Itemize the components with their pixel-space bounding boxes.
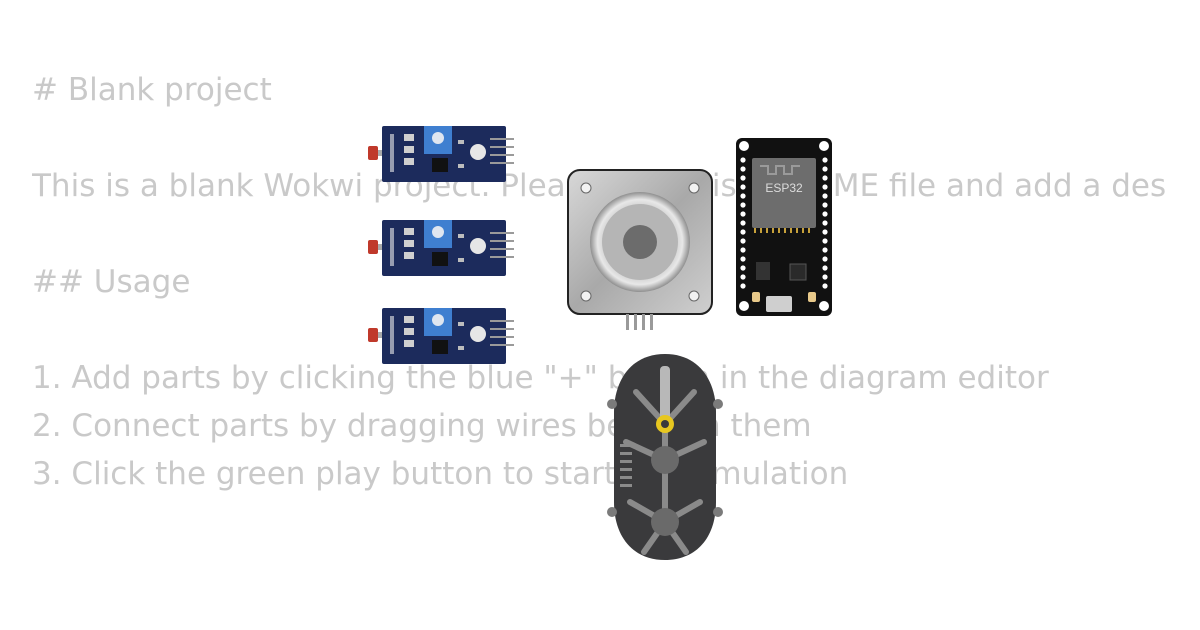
- readme-step-1: 1. Add parts by clicking the blue "+" bu…: [32, 360, 1049, 396]
- readme-step-3: 3. Click the green play button to start …: [32, 456, 849, 492]
- ldr-sensor-module-1[interactable]: [366, 124, 514, 186]
- ldr-sensor-module-2[interactable]: [366, 218, 514, 280]
- esp32-label: ESP32: [765, 181, 803, 195]
- stepper-motor[interactable]: [560, 166, 720, 336]
- readme-heading: # Blank project: [32, 72, 272, 108]
- esp32-devkit[interactable]: ESP32: [730, 136, 838, 318]
- readme-usage-heading: ## Usage: [32, 264, 191, 300]
- ldr-sensor-module-3[interactable]: [366, 306, 514, 368]
- servo-motor[interactable]: [600, 352, 730, 562]
- readme-step-2: 2. Connect parts by dragging wires betwe…: [32, 408, 812, 444]
